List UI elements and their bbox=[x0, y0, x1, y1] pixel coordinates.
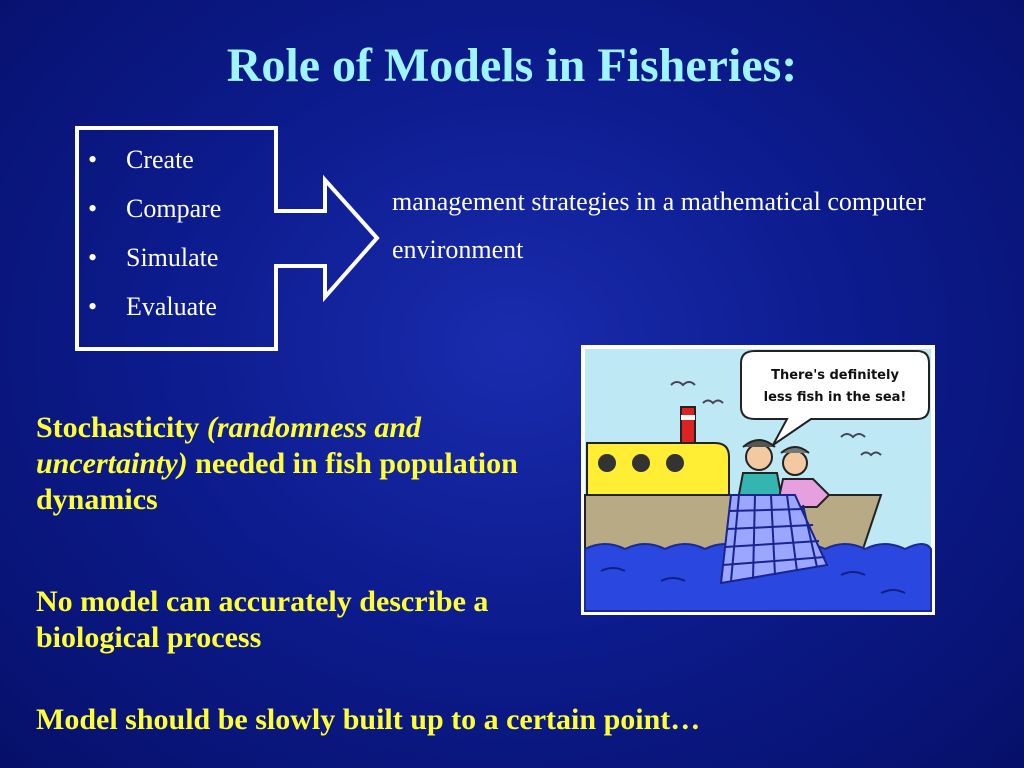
bullet-dot: • bbox=[88, 243, 98, 272]
stochasticity-lead: Stochasticity bbox=[36, 411, 200, 444]
management-text: management strategies in a mathematical … bbox=[392, 187, 926, 264]
bullet-dot: • bbox=[88, 292, 98, 321]
bullet-item-evaluate: •Evaluate bbox=[88, 287, 221, 336]
stochasticity-statement: Stochasticity (randomness and uncertaint… bbox=[36, 410, 536, 518]
action-bullet-list: •Create •Compare •Simulate •Evaluate bbox=[88, 140, 221, 336]
no-model-statement: No model can accurately describe a biolo… bbox=[36, 585, 489, 654]
bullet-dot: • bbox=[88, 145, 98, 174]
stochasticity-rest: needed in fish population dynamics bbox=[36, 447, 518, 516]
slowly-built-statement: Model should be slowly built up to a cer… bbox=[36, 703, 701, 736]
bullet-dot: • bbox=[88, 194, 98, 223]
bullet-item-compare: •Compare bbox=[88, 189, 221, 238]
slide-title: Role of Models in Fisheries: bbox=[226, 39, 798, 92]
speech-line-2: less fish in the sea! bbox=[764, 390, 907, 405]
bullet-item-simulate: •Simulate bbox=[88, 238, 221, 287]
stochasticity-paren: (randomness and uncertainty) bbox=[36, 411, 422, 480]
speech-line-1: There's definitely bbox=[771, 368, 899, 383]
bullet-item-create: •Create bbox=[88, 140, 221, 189]
fishing-boat-cartoon: There's definitely less fish in the sea! bbox=[581, 345, 935, 615]
